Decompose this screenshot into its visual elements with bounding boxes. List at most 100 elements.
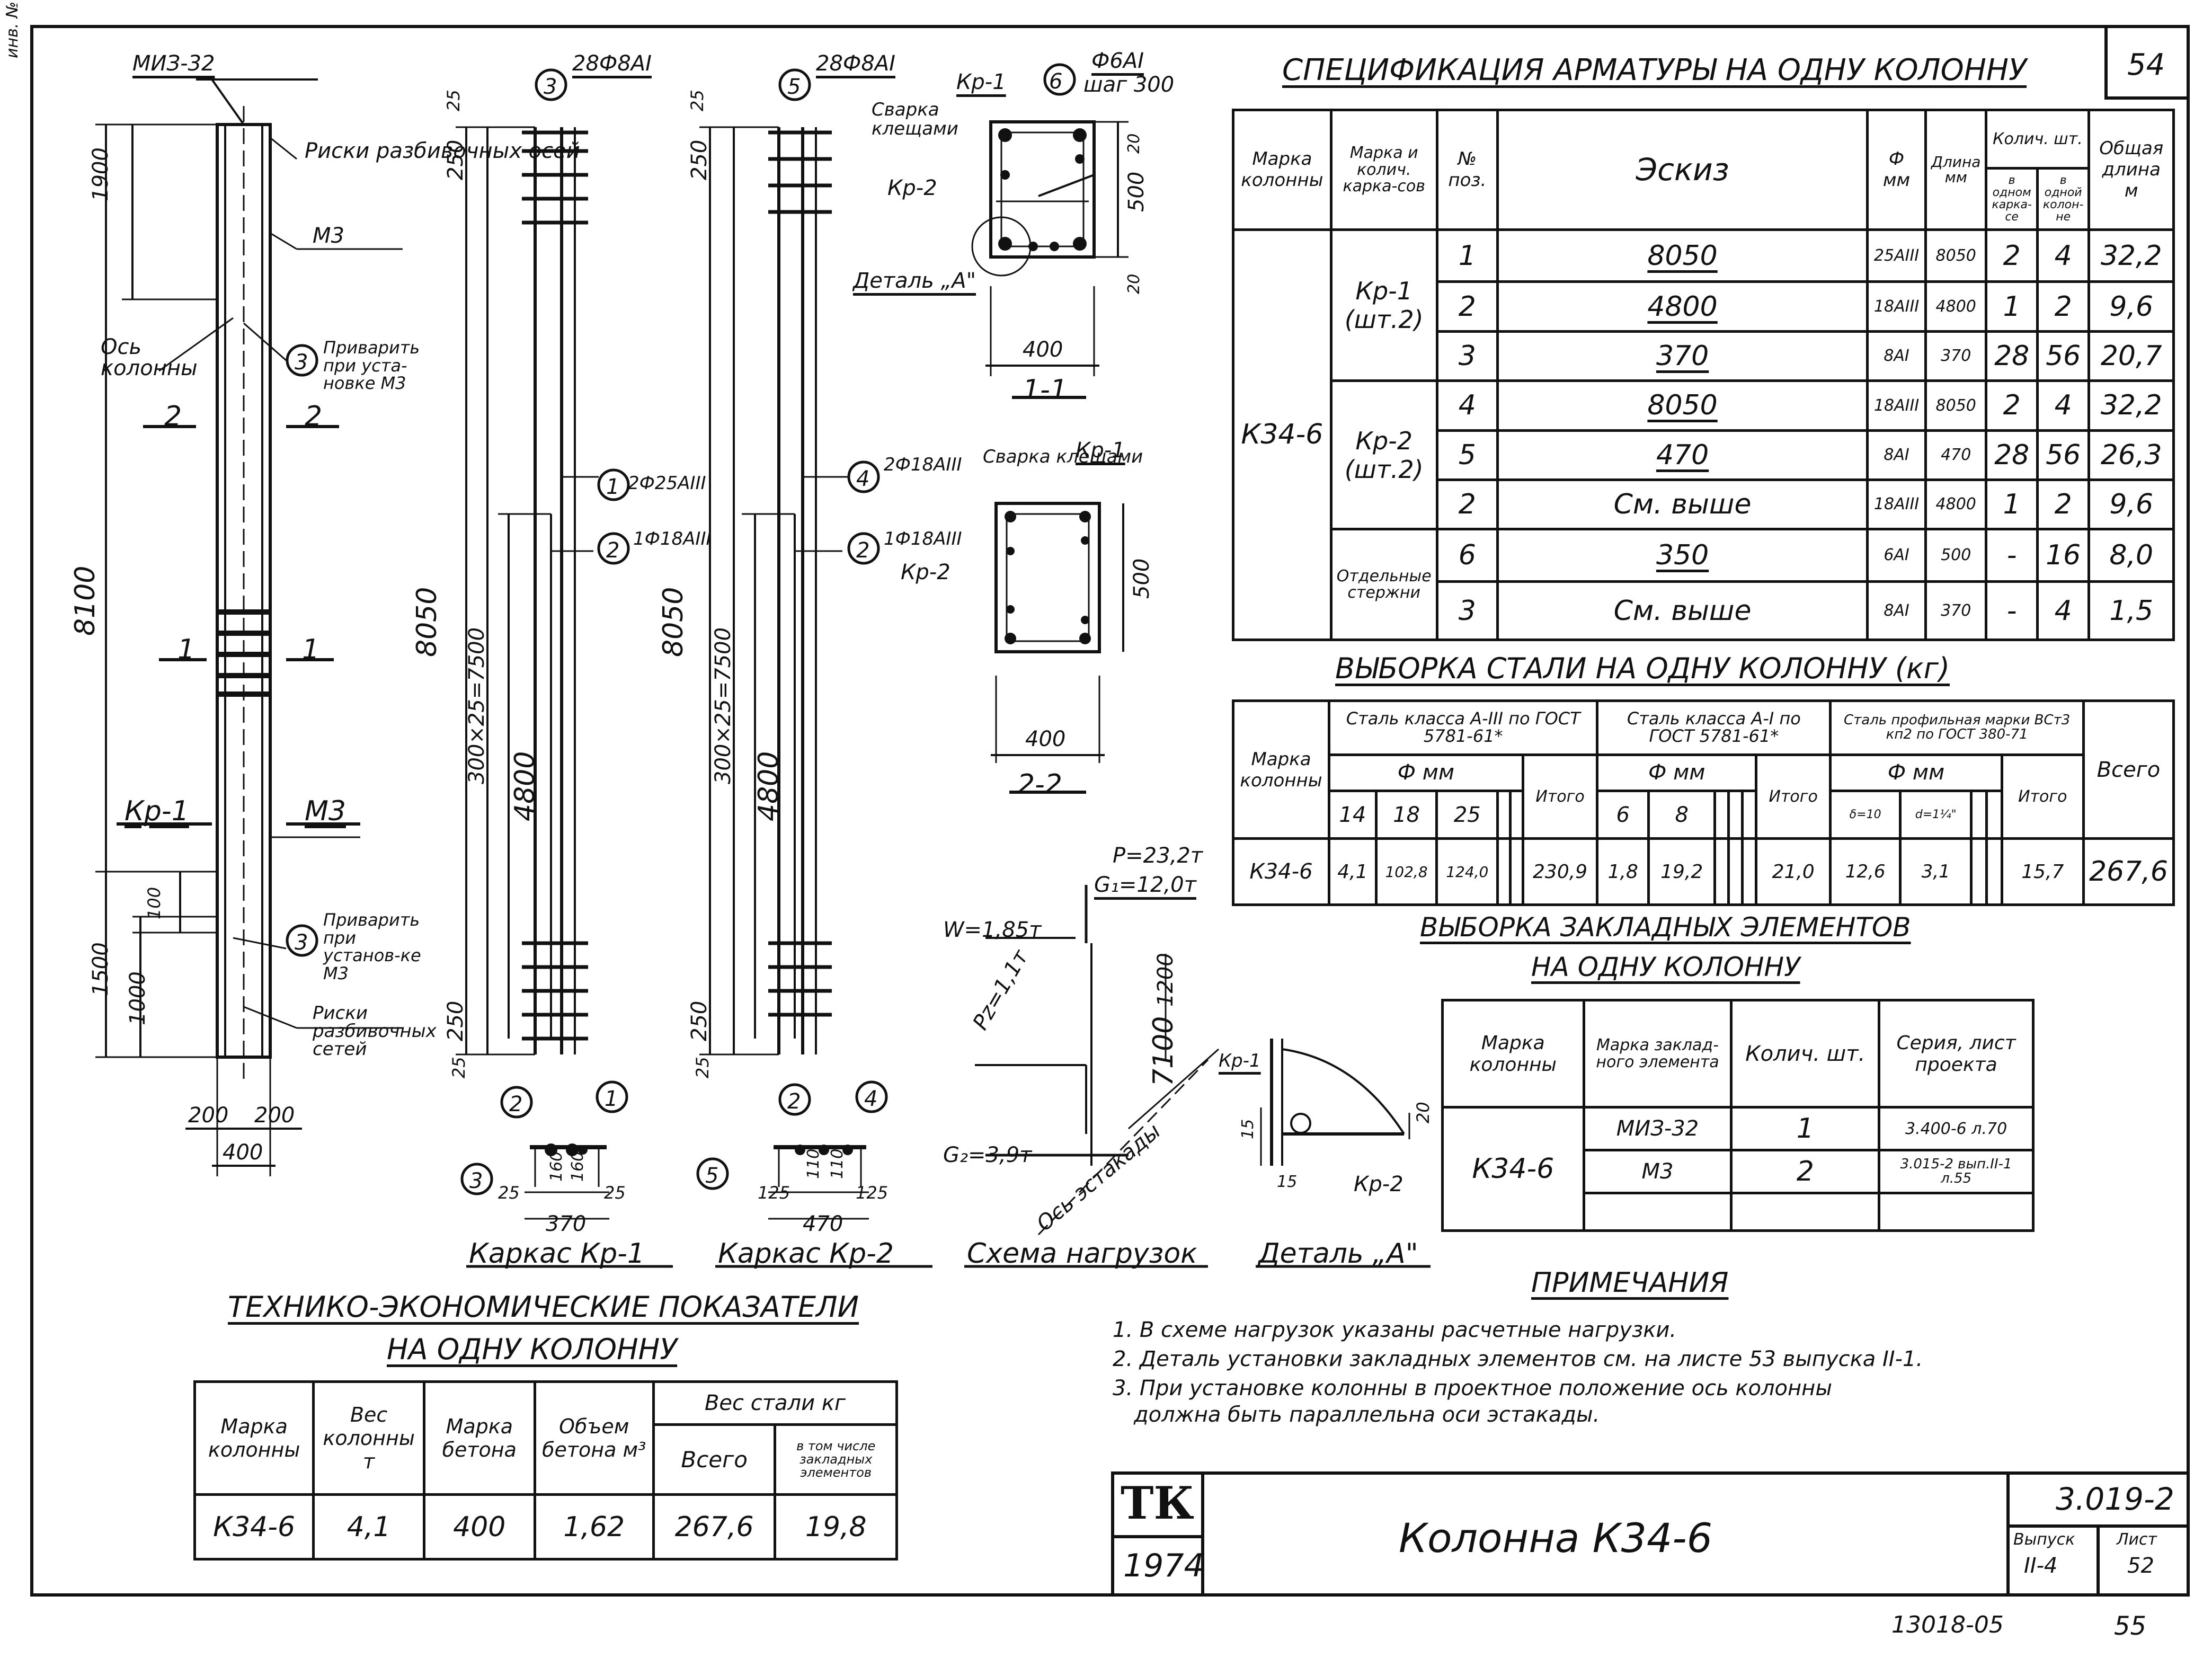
dim-k2-w3: 110 (828, 1148, 847, 1179)
steel-d1: 6 (1596, 789, 1650, 840)
spec-len: 8050 (1924, 379, 1988, 432)
embedded-title-1: ВЫБОРКА ЗАКЛАДНЫХ ЭЛЕМЕНТОВ (1420, 912, 1911, 943)
dim-k2-w4: 125 (856, 1183, 889, 1203)
callout-3-bottom: 3 (295, 930, 308, 955)
steel-d3: 18 (1374, 789, 1438, 840)
spec-h-frames: Марка и колич. карка-сов (1329, 109, 1438, 231)
label-weld-m3: Приварить при уста-новке М3 (323, 338, 420, 394)
cage-kr1 (456, 126, 599, 1056)
label-m3-top: М3 (313, 224, 344, 248)
note-2: 2. Деталь установки закладных элементов … (1113, 1347, 1923, 1371)
dim-pitch-kr1: 300×25=7500 (465, 627, 489, 784)
spec-sketch: 8050 (1496, 379, 1869, 432)
dim-k1-w4: 25 (604, 1183, 626, 1203)
label-kr1-bar1: 2Ф25AIII (628, 473, 706, 494)
dim-25-bot-kr2: 25 (692, 1057, 713, 1078)
dim-250-top-kr1: 250 (443, 139, 468, 180)
steel-t1: 21,0 (1755, 837, 1832, 906)
spec-row: Кр-2 (шт.2) 4 8050 18AIII 8050 2 4 32,2 (1233, 379, 2175, 531)
section-1-1 (971, 120, 1129, 399)
label-kr1-bar2: 1Ф18AIII (633, 528, 712, 549)
dim-15-detail-h: 15 (1277, 1173, 1298, 1191)
dim-k1-w2: 160 (547, 1151, 566, 1182)
callout-2-kr1: 2 (606, 538, 620, 563)
title-frame-kr2: Каркас Кр-2 (718, 1238, 894, 1270)
spec-pos: 3 (1435, 330, 1499, 383)
spec-h-qty-col: в одной колон-не (2036, 166, 2091, 231)
spec-h-mark: Марка колонны (1232, 109, 1332, 231)
sheet-frame (30, 25, 2190, 1597)
emb-series: 3.015-2 вып.II-1 л.55 (1878, 1149, 2035, 1195)
callout-6: 6 (1049, 69, 1063, 94)
spec-total: 32,2 (2087, 228, 2175, 283)
label-load-G2: G₂=3,9т (943, 1143, 1032, 1167)
steel-h-totalp: Итого (2000, 753, 2085, 840)
spec-q1: 1 (1985, 280, 2039, 333)
emb-h-elem: Марка заклад-ного элемента (1582, 998, 1733, 1109)
title-detail-a: Деталь „А" (1258, 1238, 1418, 1270)
label-load-G1: G₁=12,0т (1094, 873, 1196, 897)
stamp-sheet: 52 (2127, 1554, 2154, 1578)
spec-q2: 56 (2036, 330, 2091, 383)
dim-15-detail-v: 15 (1239, 1119, 1257, 1139)
spec-dia: 18AIII (1866, 280, 1927, 333)
spec-total: 9,6 (2087, 280, 2175, 333)
steel-t3: 230,9 (1521, 837, 1599, 906)
dim-8100: 8100 (69, 565, 101, 636)
spec-total: 1,5 (2087, 580, 2175, 641)
spec-sketch: 8050 (1496, 228, 1869, 283)
spec-sketch: См. выше (1496, 580, 1869, 641)
callout-4-frame2: 4 (864, 1087, 878, 1111)
load-scheme (975, 885, 1219, 1236)
tech-table: Марка колонны Вес колонны т Марка бетона… (193, 1380, 899, 1561)
callout-4-kr2: 4 (856, 467, 870, 491)
steel-d3: 14 (1328, 789, 1378, 840)
dim-k2-width: 470 (803, 1212, 843, 1236)
notes-title: ПРИМЕЧАНИЯ (1531, 1267, 1729, 1299)
section-2-left: 2 (164, 401, 182, 432)
spec-pos: 1 (1435, 228, 1499, 283)
label-kr2-sec22: Кр-2 (901, 560, 950, 584)
dim-20-detail: 20 (1413, 1102, 1433, 1123)
section-2-right: 2 (305, 401, 323, 432)
dim-k1-w3: 160 (568, 1151, 587, 1182)
title-load-scheme: Схема нагрузок (967, 1238, 1197, 1270)
spec-len: 4800 (1924, 280, 1988, 333)
margin-inventory: инв. № (3, 1, 22, 58)
dim-8050-kr1: 8050 (411, 587, 443, 657)
dim-25-top-kr1: 25 (443, 90, 464, 111)
spec-row: 2 4800 18AIII 4800 1 2 9,6 (1233, 280, 2175, 333)
dim-8050-kr2: 8050 (658, 587, 689, 657)
tech-incl: 19,8 (774, 1493, 898, 1561)
embedded-row: М3 2 3.015-2 вып.II-1 л.55 (1443, 1149, 2035, 1195)
tech-h-weight: Вес колонны т (312, 1380, 425, 1496)
label-kr1-sec: Кр-1 (956, 70, 1006, 94)
spec-q1: - (1985, 528, 2039, 583)
dim-400-bottom: 400 (223, 1140, 263, 1165)
spec-h-pos: № поз. (1435, 109, 1499, 231)
spec-q1: 28 (1985, 330, 2039, 383)
spec-q2: 4 (2036, 379, 2091, 432)
label-axis-column: Ось колонны (101, 335, 198, 380)
spec-group-separate: Отдельные стержни (1329, 528, 1438, 641)
note-3: 3. При установке колонны в проектное пол… (1113, 1376, 1832, 1400)
tech-concrete: 400 (422, 1493, 536, 1561)
callout-2-kr2: 2 (856, 538, 870, 563)
emb-elem: МИЗ-32 (1582, 1106, 1733, 1152)
spec-pos: 2 (1435, 478, 1499, 531)
steel-h-total1: Итого (1755, 753, 1832, 840)
steel-h-diap: Ф мм (1829, 753, 2003, 792)
steel-d3: 25 (1435, 789, 1499, 840)
footer-page: 55 (2114, 1611, 2147, 1641)
steel-v3: 124,0 (1435, 837, 1499, 906)
steel-dp: d=1¼" (1898, 789, 1973, 840)
spec-h-len: Длина мм (1924, 109, 1988, 231)
spec-q1: 2 (1985, 379, 2039, 432)
spec-q1: - (1985, 580, 2039, 641)
label-kr2-bar4: 2Ф18AIII (884, 454, 962, 475)
spec-pos: 3 (1435, 580, 1499, 641)
dim-25-top-kr2: 25 (687, 90, 707, 111)
label-m3-mid: М3 (305, 795, 346, 827)
steel-h-profile: Сталь профильная марки ВСт3 кп2 по ГОСТ … (1829, 699, 2085, 756)
